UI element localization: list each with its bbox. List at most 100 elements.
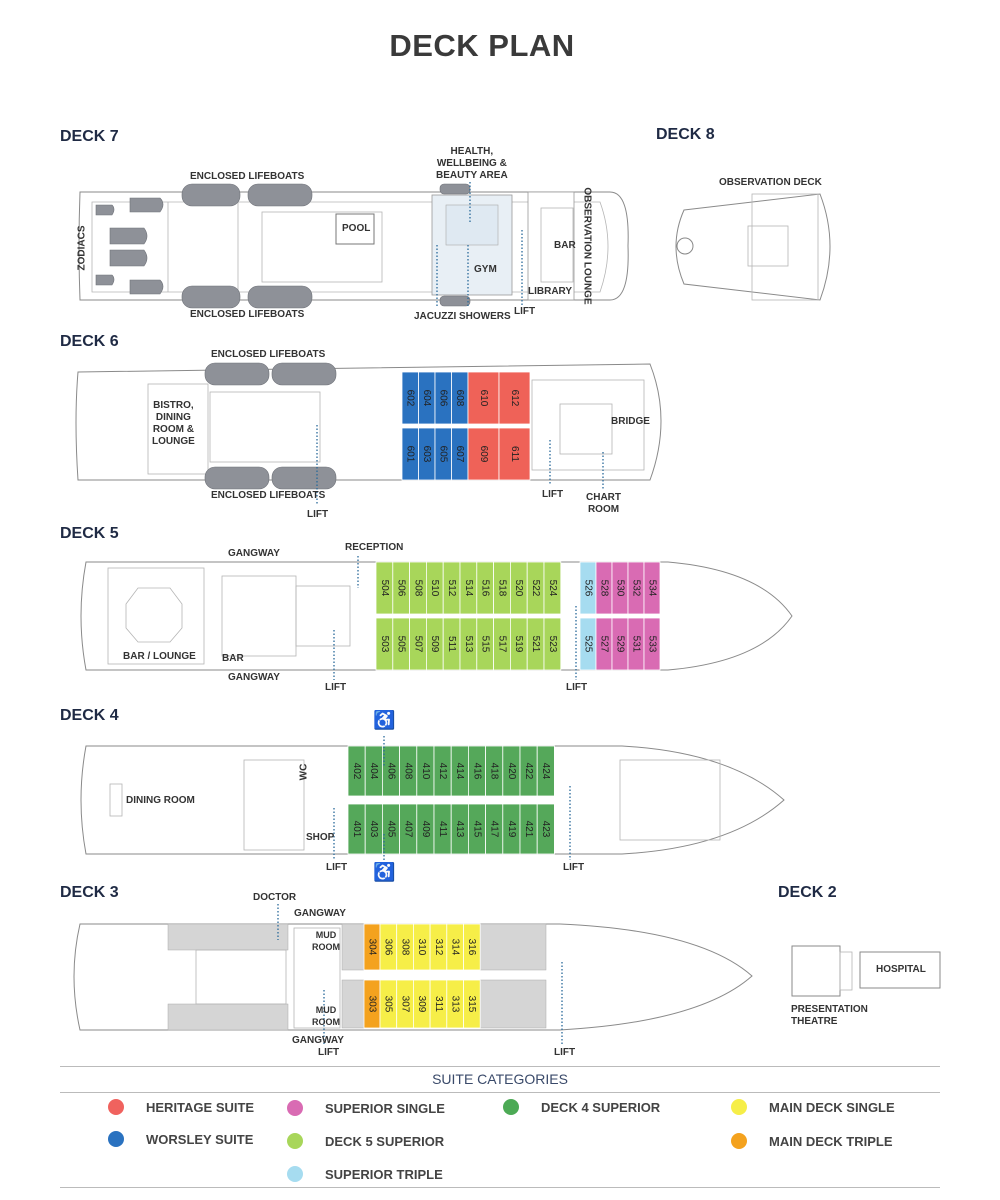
deck6-lift-right-label: LIFT [542,489,564,500]
legend-deck5-superior-label: DECK 5 SUPERIOR [325,1133,445,1149]
deck5-lift-right-label: LIFT [566,682,588,693]
cabin-label-412: 412 [437,763,448,780]
cabin-label-311: 311 [433,996,444,1012]
deck-5-label: DECK 5 [60,525,119,542]
cabin-label-510: 510 [429,580,440,597]
cabin-611 [498,427,531,481]
cabin-label-307: 307 [399,996,410,1013]
cabin-label-604: 604 [421,390,432,407]
legend-mid-rule [60,1092,940,1093]
legend-main-single-label: MAIN DECK SINGLE [769,1099,895,1115]
cabin-label-416: 416 [471,763,482,780]
legend-deck5-superior: DECK 5 SUPERIOR [287,1133,444,1149]
cabin-label-603: 603 [421,446,432,463]
cabin-label-530: 530 [614,580,625,597]
deck4-lift-left-label: LIFT [326,862,348,873]
deck-8-plan [675,193,831,301]
cabin-label-308: 308 [399,939,410,956]
deck-7-plan [78,182,629,309]
cabin-label-314: 314 [450,939,461,956]
cabin-label-417: 417 [489,821,500,838]
cabin-label-520: 520 [513,580,524,597]
cabin-label-523: 523 [547,636,558,653]
cabin-label-531: 531 [630,636,641,653]
cabin-label-408: 408 [403,763,414,780]
cabin-label-504: 504 [379,580,390,597]
cabin-label-527: 527 [598,636,609,653]
cabin-label-532: 532 [630,580,641,597]
cabin-label-610: 610 [478,390,489,407]
cabin-label-514: 514 [463,580,474,597]
cabin-label-524: 524 [547,580,558,597]
cabin-label-309: 309 [416,996,427,1013]
cabin-label-422: 422 [523,763,534,780]
cabin-610 [467,371,500,425]
legend-deck4-superior-dot [503,1099,519,1115]
legend-heritage-dot [108,1099,124,1115]
observation-lounge-label: OBSERVATION LOUNGE [581,187,593,305]
legend-worsley: WORSLEY SUITE [108,1131,253,1147]
cabin-label-602: 602 [405,390,416,407]
cabin-label-315: 315 [466,996,477,1013]
library-label: LIBRARY [528,286,573,297]
cabin-label-405: 405 [385,821,396,838]
legend-main-single-dot [731,1099,747,1115]
deck5-bar-label: BAR [222,653,244,664]
legend-superior-triple-label: SUPERIOR TRIPLE [325,1166,443,1182]
cabin-label-305: 305 [383,996,394,1013]
deck-6-label: DECK 6 [60,333,119,350]
deck3-lift-right-label: LIFT [554,1047,576,1058]
dining-room-label: DINING ROOM [126,795,195,806]
cabin-label-506: 506 [396,580,407,597]
wc-label: WC [298,763,310,781]
accessible-bottom-icon: ♿ [373,862,396,882]
hospital-label: HOSPITAL [876,964,926,975]
cabin-label-421: 421 [523,821,534,838]
cabin-label-316: 316 [466,939,477,956]
cabin-label-424: 424 [540,763,551,780]
legend-deck5-superior-dot [287,1133,303,1149]
reception-label: RECEPTION [345,542,404,553]
cabin-label-407: 407 [403,821,414,838]
cabin-label-406: 406 [385,763,396,780]
jacuzzi-label: JACUZZI [414,311,457,322]
legend-heritage: HERITAGE SUITE [108,1099,254,1115]
cabin-label-508: 508 [412,580,423,597]
cabin-424 [536,745,555,797]
bar-lounge-label: BAR / LOUNGE [123,651,196,662]
deck7-lift-label: LIFT [514,306,536,317]
cabin-label-533: 533 [646,636,657,653]
observation-deck-label: OBSERVATION DECK [719,177,822,188]
legend-main-triple-label: MAIN DECK TRIPLE [769,1133,893,1149]
cabin-label-415: 415 [471,821,482,838]
legend-title: SUITE CATEGORIES [432,1071,568,1087]
cabin-label-413: 413 [454,821,465,838]
cabin-label-528: 528 [598,580,609,597]
cabin-label-310: 310 [416,939,427,956]
pool-label: POOL [342,223,371,234]
cabin-label-601: 601 [405,446,416,463]
cabin-label-518: 518 [496,580,507,597]
bistro-label: BISTRO, DINING ROOM & LOUNGE [152,400,195,447]
legend-main-triple: MAIN DECK TRIPLE [731,1133,893,1149]
cabin-label-534: 534 [646,580,657,597]
legend-worsley-label: WORSLEY SUITE [146,1131,254,1147]
cabin-label-403: 403 [368,821,379,838]
deck7-lifeboats-bottom-label: ENCLOSED LIFEBOATS [190,309,305,320]
cabin-label-612: 612 [509,390,520,407]
cabin-label-526: 526 [582,580,593,597]
legend-superior-triple: SUPERIOR TRIPLE [287,1166,443,1182]
gym-label: GYM [474,264,497,275]
cabin-label-513: 513 [463,636,474,653]
cabin-523 [543,617,562,671]
mud-room-top-label: MUD ROOM [312,930,340,952]
page-title: DECK PLAN [389,28,575,63]
deck7-bar-label: BAR [554,240,576,251]
cabin-label-529: 529 [614,636,625,653]
deck5-gangway-bottom-label: GANGWAY [228,672,280,683]
legend-deck4-superior: DECK 4 SUPERIOR [503,1099,660,1115]
cabin-612 [498,371,531,425]
cabin-label-401: 401 [351,821,362,838]
cabin-label-609: 609 [478,446,489,463]
